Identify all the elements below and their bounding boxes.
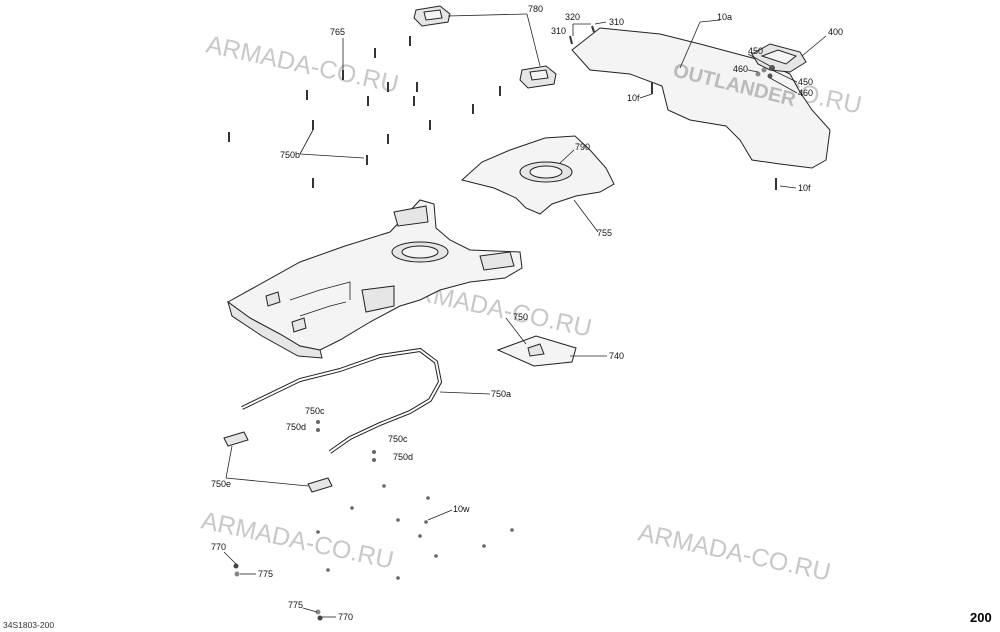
watermark-bottom-right: ARMADA-CO.RU (636, 518, 833, 586)
label-750d-right: 750d (393, 452, 413, 462)
part-400-hook (747, 35, 827, 94)
part-10w-rivets (316, 484, 514, 580)
part-780-mounts (413, 5, 557, 89)
label-750c-left: 750c (305, 406, 325, 416)
label-780: 780 (528, 4, 543, 14)
label-770-top: 770 (211, 542, 226, 552)
label-775-top: 775 (258, 569, 273, 579)
label-320: 320 (565, 12, 580, 22)
label-755: 755 (597, 228, 612, 238)
label-750e: 750e (211, 479, 231, 489)
main-floor-body (227, 199, 523, 359)
part-750a-seal (241, 347, 491, 454)
watermark-bottom-left: ARMADA-CO.RU (199, 506, 396, 574)
label-750: 750 (513, 312, 528, 322)
label-310-right: 310 (609, 17, 624, 27)
label-10a: 10a (717, 12, 732, 22)
part-740-plate (496, 317, 607, 367)
label-770-bottom: 770 (338, 612, 353, 622)
page-number: 200 (970, 610, 992, 625)
label-790: 790 (575, 142, 590, 152)
watermark-top-left: ARMADA-CO.RU (204, 30, 401, 98)
label-400: 400 (828, 27, 843, 37)
part-310-320-screws (569, 21, 607, 45)
part-750c-750d-750e-clips (223, 420, 376, 493)
label-310-left: 310 (551, 26, 566, 36)
label-765: 765 (330, 27, 345, 37)
part-755-mat (460, 135, 615, 233)
label-740: 740 (609, 351, 624, 361)
label-10f-right: 10f (798, 183, 811, 193)
bolts-group (228, 36, 501, 188)
label-460-bottom: 460 (798, 88, 813, 98)
label-750c-right: 750c (388, 434, 408, 444)
label-450-top: 450 (748, 46, 763, 56)
label-10f-top: 10f (627, 93, 640, 103)
part-10f-screws (639, 82, 797, 190)
part-770-775-fasteners (223, 551, 336, 621)
label-450-bottom: 450 (798, 77, 813, 87)
label-750a: 750a (491, 389, 511, 399)
label-750d-left: 750d (286, 422, 306, 432)
part-10a-floor-mat: OUTLANDER (571, 19, 831, 169)
document-code: 34S1803-200 (3, 620, 54, 630)
label-775-bottom: 775 (288, 600, 303, 610)
label-750b: 750b (280, 150, 300, 160)
label-10w: 10w (453, 504, 470, 514)
label-460-top: 460 (733, 64, 748, 74)
